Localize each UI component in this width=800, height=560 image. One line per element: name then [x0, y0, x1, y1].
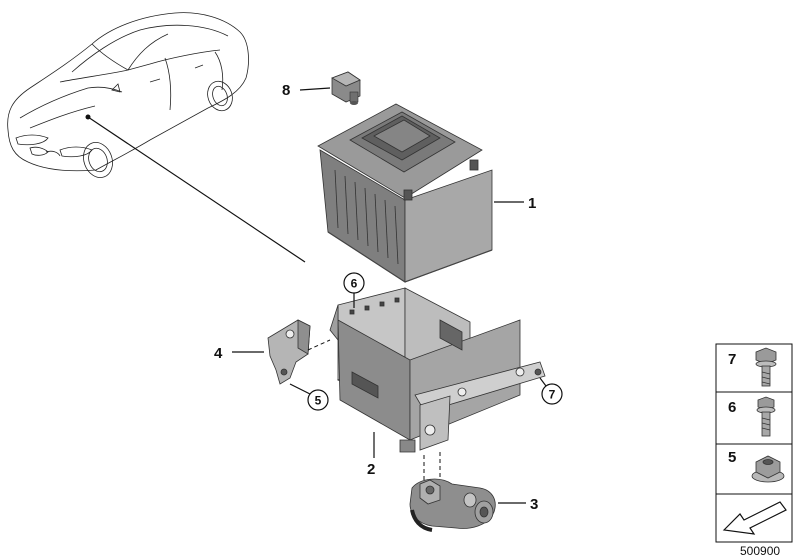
hex-flange-bolt-icon: [755, 347, 777, 387]
vehicle-outline-illustration: [7, 12, 249, 178]
direction-arrow-icon: [722, 501, 787, 535]
callout-8-leader: [299, 87, 331, 91]
callout-8: 8: [282, 82, 290, 99]
callout-4: 4: [214, 345, 223, 362]
location-leader-line: [87, 116, 306, 263]
callout-5-leader: [289, 383, 311, 395]
callout-1: 1: [528, 195, 536, 212]
part-8-sensor-illustration: [331, 71, 361, 105]
part-1-battery-illustration: [317, 103, 493, 283]
legend-item-7-number: 7: [728, 351, 736, 368]
legend-item-5-number: 5: [728, 449, 736, 466]
callout-7: 7: [549, 388, 556, 402]
callout-3: 3: [530, 496, 538, 513]
diagram-id: 500900: [740, 544, 780, 558]
callout-6: 6: [351, 277, 358, 291]
legend-item-6-number: 6: [728, 399, 736, 416]
hex-flange-nut-icon: [751, 455, 785, 483]
hex-bolt-icon: [756, 396, 776, 437]
part-3-terminal-clamp-illustration: [409, 478, 496, 532]
part-2-battery-tray-illustration: [329, 287, 546, 453]
callout-5-circle: [307, 389, 329, 411]
fastener-legend: 7 6 5: [715, 343, 793, 543]
bracket-to-tray-dash: [307, 339, 331, 351]
callout-7-circle: [541, 383, 563, 405]
callout-7-leader: [539, 377, 547, 387]
callout-2: 2: [367, 461, 375, 478]
part-4-bracket-illustration: [267, 319, 311, 385]
callout-5: 5: [315, 394, 322, 408]
